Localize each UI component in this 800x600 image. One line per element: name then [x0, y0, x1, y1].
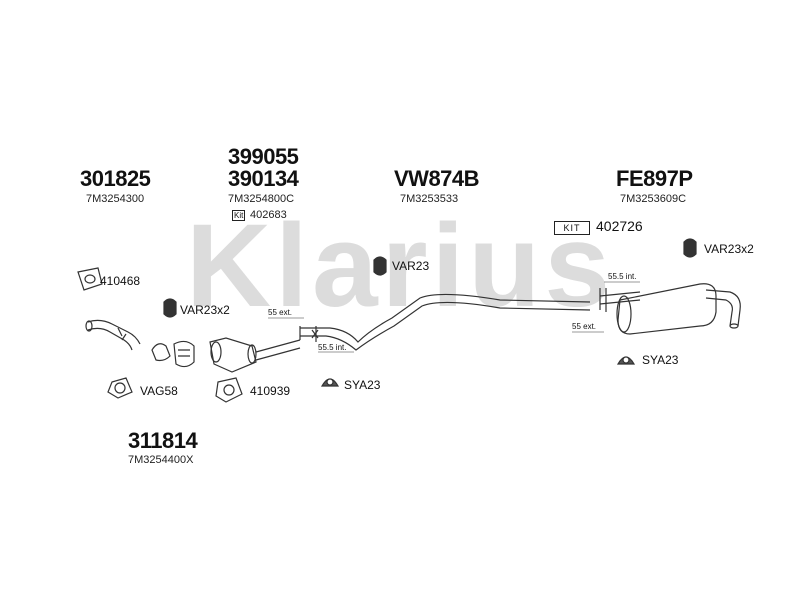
hanger-sya23-right-drawing — [616, 356, 636, 365]
hanger-sya23-mid-drawing — [320, 378, 340, 387]
kit-big-number: 402726 — [596, 218, 643, 234]
fitting-label-var23-mid: VAR23 — [392, 259, 430, 273]
clamp-var23-mid-drawing — [373, 256, 387, 276]
middle-pipe-drawing — [299, 293, 591, 351]
kit-small-number: 402683 — [250, 209, 287, 221]
gasket-vag58-drawing — [107, 377, 133, 399]
kit-small-badge: Kit — [232, 210, 246, 221]
part-ref-7m3253609c: 7M3253609C — [620, 193, 687, 205]
part-number-399055: 399055 — [228, 144, 299, 169]
connector-drawing — [151, 340, 195, 368]
rear-silencer-drawing — [599, 283, 741, 335]
fitting-label-sya23-mid: SYA23 — [344, 378, 381, 392]
dim-label-55-ext-left: 55 ext. — [268, 308, 293, 317]
part-ref-7m3253533: 7M3253533 — [400, 193, 459, 205]
part-ref-7m3254300: 7M3254300 — [86, 193, 145, 205]
part-number-311814: 311814 — [128, 428, 198, 453]
clamp-var23-left-drawing — [163, 298, 177, 318]
part-number-390134: 390134 — [228, 166, 299, 191]
part-number-301825: 301825 — [80, 166, 151, 191]
converter-drawing — [209, 337, 301, 373]
part-ref-7m3254800c: 7M3254800C — [228, 193, 295, 205]
kit-big-badge: KIT — [554, 221, 590, 235]
fitting-label-var23x2-left: VAR23x2 — [180, 303, 230, 317]
front-pipe-drawing — [85, 319, 141, 351]
part-ref-7m3254400x: 7M3254400X — [128, 454, 194, 466]
part-number-vw874b: VW874B — [394, 166, 480, 191]
fitting-label-var23x2-right: VAR23x2 — [704, 242, 754, 256]
dim-label-55-5-int-right: 55.5 int. — [608, 272, 637, 281]
dim-label-55-ext-right: 55 ext. — [572, 322, 597, 331]
part-number-fe897p: FE897P — [616, 166, 693, 191]
gasket-410939-drawing — [215, 377, 243, 403]
clamp-var23-right-drawing — [683, 238, 697, 258]
watermark-text: Klarius — [186, 200, 614, 332]
dim-label-55-5-int-left: 55.5 int. — [318, 343, 347, 352]
fitting-label-sya23-right: SYA23 — [642, 353, 679, 367]
fitting-label-410939: 410939 — [250, 384, 291, 398]
fitting-label-410468: 410468 — [100, 274, 141, 288]
fitting-label-vag58: VAG58 — [140, 384, 178, 398]
gasket-410468-drawing — [77, 267, 103, 291]
